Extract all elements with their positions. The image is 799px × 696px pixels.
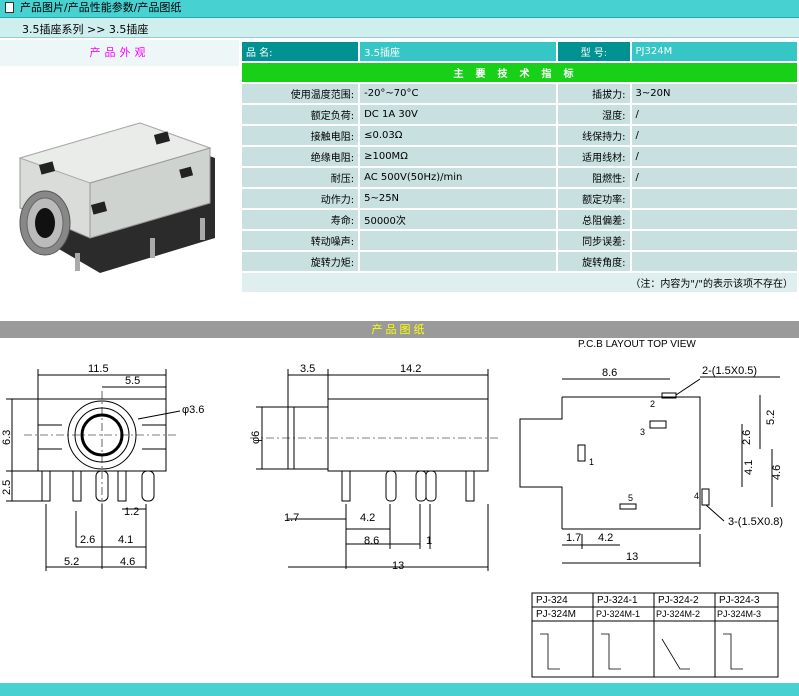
side-view: [250, 369, 500, 571]
variant-label: PJ-324-3: [719, 595, 760, 606]
front-dim-width: 11.5: [88, 363, 109, 375]
front-dim-height: 6.3: [1, 430, 13, 445]
spec-label: 旋转力矩:: [242, 252, 359, 271]
pin-4-label: 4: [694, 491, 699, 501]
technical-drawing: 11.5 5.5 φ3.6 6.3 2.5 1.2 2.6 4.1 5.2 4.…: [1, 339, 783, 678]
front-dim-d: 4.6: [120, 556, 135, 568]
spec-label: 湿度:: [558, 105, 630, 124]
side-dim-a: 1.7: [284, 512, 299, 524]
spec-value: DC 1A 30V: [360, 105, 557, 124]
spec-label: 阻燃性:: [558, 168, 630, 187]
side-dim-body: 14.2: [400, 363, 421, 375]
spec-value: [360, 252, 557, 271]
spec-value: ≤0.03Ω: [360, 126, 557, 145]
variant-label: PJ-324M: [536, 609, 576, 620]
spec-value: /: [631, 168, 797, 187]
pcb-dim-c: 2.6: [741, 430, 753, 445]
pcb-dim-e: 4.6: [771, 465, 783, 480]
document-icon: [5, 2, 14, 13]
pcb-dim-slot: 2-(1.5X0.5): [702, 365, 757, 377]
spec-label: 旋转角度:: [558, 252, 630, 271]
pin-2-label: 2: [650, 399, 655, 409]
spec-value: [631, 189, 797, 208]
pcb-dim-hole: 3-(1.5X0.8): [728, 516, 783, 528]
side-dim-nose: 3.5: [300, 363, 315, 375]
breadcrumb-text[interactable]: 3.5插座系列 >> 3.5插座: [22, 23, 149, 36]
pcb-title: P.C.B LAYOUT TOP VIEW: [578, 339, 696, 350]
drawing-section-title: 产品图纸: [0, 321, 799, 338]
name-value: 3.5插座: [360, 42, 557, 61]
variant-label: PJ-324M-2: [656, 609, 700, 619]
side-dim-diameter: φ6: [250, 431, 262, 444]
variant-label: PJ-324: [536, 595, 568, 606]
breadcrumb: 3.5插座系列 >> 3.5插座: [0, 18, 799, 38]
spec-value: [360, 231, 557, 250]
appearance-title: 产品外观: [0, 40, 239, 66]
variant-label: PJ-324M-3: [717, 609, 761, 619]
front-dim-a: 2.6: [80, 534, 95, 546]
spec-value: /: [631, 147, 797, 166]
spec-label: 适用线材:: [558, 147, 630, 166]
side-dim-d: 1: [426, 535, 432, 547]
pcb-dim-f: 1.7: [566, 532, 581, 544]
spec-label: 总阻偏差:: [558, 210, 630, 229]
spec-label: 额定功率:: [558, 189, 630, 208]
side-dim-b: 4.2: [360, 512, 375, 524]
spec-label: 插拔力:: [558, 84, 630, 103]
spec-label: 线保持力:: [558, 126, 630, 145]
side-dim-total: 13: [392, 560, 404, 572]
pin-3-label: 3: [640, 427, 645, 437]
spec-value: 5~25N: [360, 189, 557, 208]
variant-label: PJ-324M-1: [596, 609, 640, 619]
spec-value: /: [631, 105, 797, 124]
spec-label: 额定负荷:: [242, 105, 359, 124]
bottom-bar: [0, 683, 799, 696]
name-label: 品 名:: [242, 42, 359, 61]
spec-label: 耐压:: [242, 168, 359, 187]
front-dim-pin: 2.5: [1, 480, 13, 495]
spec-value: -20°~70°C: [360, 84, 557, 103]
spec-label: 动作力:: [242, 189, 359, 208]
spec-value: /: [631, 126, 797, 145]
pcb-view: [519, 376, 780, 678]
spec-label: 转动噪声:: [242, 231, 359, 250]
pcb-dim-a: 8.6: [602, 367, 617, 379]
top-nav-links[interactable]: 产品图片/产品性能参数/产品图纸: [20, 1, 182, 14]
pcb-dim-b: 5.2: [765, 410, 777, 425]
spec-value: ≥100MΩ: [360, 147, 557, 166]
section-title: 主要技术指标: [242, 63, 797, 82]
pcb-dim-d: 4.1: [743, 460, 755, 475]
spec-label: 使用温度范围:: [242, 84, 359, 103]
spec-label: 寿命:: [242, 210, 359, 229]
top-nav-bar: 产品图片/产品性能参数/产品图纸: [0, 0, 799, 18]
spec-value: [631, 210, 797, 229]
model-label: 型 号:: [558, 42, 630, 61]
spec-value: [631, 252, 797, 271]
spec-label: 绝缘电阻:: [242, 147, 359, 166]
spec-note: （注：内容为"/"的表示该项不存在）: [242, 273, 797, 292]
front-view: [6, 369, 181, 571]
pin-5-label: 5: [628, 493, 633, 503]
pin-1-label: 1: [589, 457, 594, 467]
side-dim-c: 8.6: [364, 535, 379, 547]
front-dim-diameter: φ3.6: [182, 404, 204, 416]
spec-label: 接触电阻:: [242, 126, 359, 145]
pcb-dim-total: 13: [626, 551, 638, 563]
pcb-dim-g: 4.2: [598, 532, 613, 544]
spec-value: [631, 231, 797, 250]
spec-value: 3~20N: [631, 84, 797, 103]
spec-label: 同步误差:: [558, 231, 630, 250]
spec-table: 品 名: 3.5插座 型 号: PJ324M 主要技术指标 使用温度范围: -2…: [240, 40, 799, 294]
spec-value: AC 500V(50Hz)/min: [360, 168, 557, 187]
front-dim-pin-spacing: 1.2: [124, 506, 139, 518]
front-dim-offset: 5.5: [125, 375, 140, 387]
spec-value: 50000次: [360, 210, 557, 229]
variant-label: PJ-324-1: [597, 595, 638, 606]
front-dim-b: 4.1: [118, 534, 133, 546]
front-dim-c: 5.2: [64, 556, 79, 568]
variant-label: PJ-324-2: [658, 595, 699, 606]
model-value: PJ324M: [631, 42, 797, 61]
product-photo: [0, 68, 239, 316]
